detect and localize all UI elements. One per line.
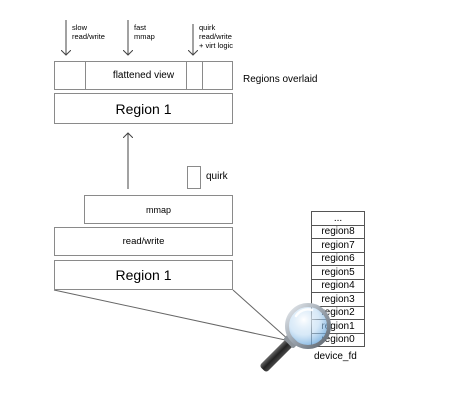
device-fd-label: device_fd [314, 351, 357, 362]
device-fd-row-region8: region8 [312, 225, 364, 239]
flattened-view-box: flattened view [54, 61, 233, 90]
quirk-label: quirk [206, 171, 228, 182]
quirk-access-label: quirk read/write + virt logic [199, 23, 233, 50]
zoom-line-right [232, 289, 291, 342]
read-write-box: read/write [54, 227, 233, 256]
slow-access-label: slow read/write [72, 23, 105, 41]
quirk-box [187, 166, 201, 189]
device-fd-row-region7: region7 [312, 239, 364, 253]
flattened-divider-1 [85, 61, 86, 90]
bottom-region-box: Region 1 [54, 260, 233, 290]
flattened-view-label: flattened view [112, 70, 175, 81]
flattened-divider-2 [186, 61, 187, 90]
regions-overlaid-caption: Regions overlaid [243, 74, 318, 85]
device-fd-stack: ... region8 region7 region6 region5 regi… [311, 211, 365, 347]
fast-access-label: fast mmap [134, 23, 155, 41]
zoom-line-left [53, 289, 291, 342]
bottom-region-label: Region 1 [115, 267, 172, 283]
top-region-box: Region 1 [54, 93, 233, 124]
mmap-label: mmap [145, 204, 171, 215]
device-fd-row-region6: region6 [312, 252, 364, 266]
flattened-divider-3 [202, 61, 203, 90]
device-fd-row-ellipsis: ... [312, 212, 364, 226]
read-write-label: read/write [122, 236, 165, 247]
device-fd-row-region4: region4 [312, 279, 364, 293]
top-region-label: Region 1 [115, 100, 172, 117]
device-fd-row-region3: region3 [312, 293, 364, 307]
device-fd-row-region5: region5 [312, 266, 364, 280]
mmap-box: mmap [84, 195, 233, 224]
